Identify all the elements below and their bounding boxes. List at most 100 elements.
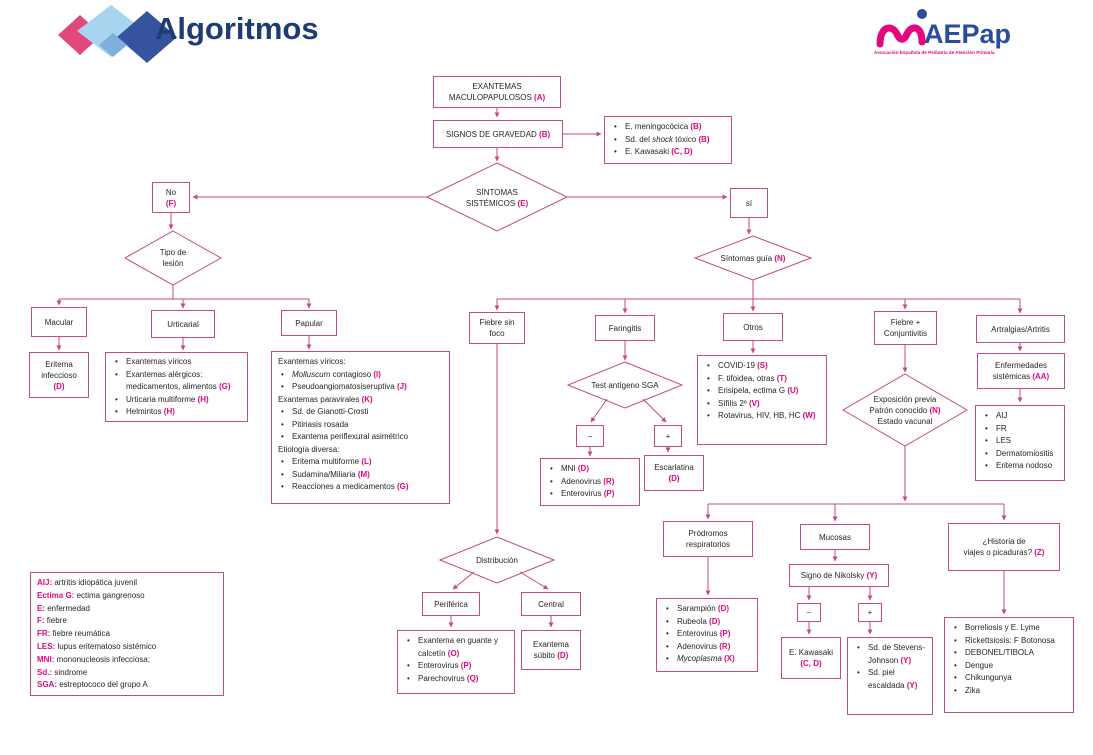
text-line: Exposición previa <box>873 394 937 404</box>
node-faringitis: Faringitis <box>595 315 655 341</box>
node-artralgias-artritis: Artralgias/Artritis <box>976 315 1065 343</box>
list-item: •Exantemas alérgicos: medicamentos, alim… <box>112 369 244 394</box>
list-item: •Helmintos (H) <box>112 406 244 419</box>
node-sga-negativo: – <box>576 425 604 447</box>
text-line: + <box>665 431 671 441</box>
brand-title: Algoritmos <box>155 11 319 46</box>
text-line: FR: fiebre reumática <box>37 629 110 639</box>
bullet-icon: • <box>281 482 284 491</box>
list-item: •Sd. del shock tóxico (B) <box>611 134 728 147</box>
list-sga-negativo: •MNI (D)•Adenovirus (R)•Enterovirus (P) <box>540 458 640 506</box>
list-item: •Sd. de Stevens-Johnson (Y) <box>854 642 929 667</box>
bullet-icon: • <box>281 457 284 466</box>
list-item: •Erisipela, ectima G (U) <box>704 385 823 398</box>
text-line: Fiebre sin <box>479 318 515 327</box>
list-item: •Zika <box>951 685 1070 698</box>
bullet-icon: • <box>407 661 410 670</box>
bullet-icon: • <box>707 386 710 395</box>
list-item: •Sarampión (D) <box>663 603 754 616</box>
text-line: – <box>587 431 593 441</box>
node-kawasaki: E. Kawasaki (C, D) <box>781 637 841 679</box>
text-line: Síntomas guía (N) <box>720 253 786 263</box>
text-line: respiratorios <box>685 540 730 549</box>
text-line: Macular <box>44 317 74 327</box>
list-item: •DEBONEL/TIBOLA <box>951 647 1070 660</box>
text-line: F: fiebre <box>37 616 67 626</box>
text-line: AIJ: artritis idiopática juvenil <box>37 578 138 587</box>
list-item: •Exantemas víricos <box>112 356 244 369</box>
bullet-icon: • <box>614 134 617 144</box>
text-line: Escarlatina <box>654 463 694 472</box>
bullet-icon: • <box>281 419 284 429</box>
text-line: (D) <box>53 381 65 391</box>
list-item: •Enterovirus (P) <box>663 628 754 641</box>
decision-shape-distribucion <box>438 536 556 584</box>
list-item: •Pseudoangiomatosiseruptiva (J) <box>278 381 446 394</box>
bullet-icon: • <box>985 411 988 420</box>
list-item: •Eritema nodoso <box>982 460 1061 473</box>
text-line: Sd.: sindrome <box>37 667 88 677</box>
list-item: •Sd. de Gianotti-Crosti <box>278 406 446 419</box>
list-item: •Rickettsiosis: F Botonosa <box>951 635 1070 648</box>
list-historia-viajes: •Borreliosis y E. Lyme•Rickettsiosis: F … <box>944 617 1074 713</box>
text-line: SÍNTOMAS <box>476 188 518 197</box>
node-macular: Macular <box>31 307 87 337</box>
bullet-icon: • <box>115 394 118 404</box>
list-item: •Pitiriasis rosada <box>278 419 446 432</box>
org-tagline: Asociación Española de Pediatría de Aten… <box>874 50 995 55</box>
text-line: Mucosas <box>818 532 851 542</box>
node-no: No(F) <box>152 182 190 213</box>
bullet-icon: • <box>985 461 988 470</box>
bullet-icon: • <box>407 673 410 683</box>
bullet-icon: • <box>115 369 118 379</box>
list-signos-gravedad: •E. meningocócica (B)•Sd. del shock tóxi… <box>604 116 732 164</box>
bullet-icon: • <box>707 398 710 408</box>
node-papular: Papular <box>281 310 337 336</box>
text-line: infeccioso <box>41 370 77 380</box>
bullet-icon: • <box>954 673 957 682</box>
text-line: Tipo de <box>159 248 187 257</box>
list-item: •F. tifoidea, otras (T) <box>704 373 823 386</box>
bullet-icon: • <box>954 660 957 670</box>
bullet-icon: • <box>614 147 617 156</box>
text-line: Patrón conocido (N) <box>869 405 941 415</box>
text-line: EXANTEMAS <box>472 82 522 91</box>
node-signos-gravedad: SIGNOS DE GRAVEDAD (B) <box>433 120 563 148</box>
text-line: Otros <box>743 322 763 332</box>
text-line: (C, D) <box>800 659 822 668</box>
node-signo-nikolsky: Signo de Nikolsky (Y) <box>789 564 889 587</box>
text-line: Distribución <box>476 555 518 565</box>
bullet-icon: • <box>954 623 957 632</box>
list-item: •Chikungunya <box>951 672 1070 685</box>
list-item: •Enterovirus (P) <box>404 660 511 673</box>
node-nikolsky-negativo: – <box>797 603 821 622</box>
text-line: Urticarial <box>167 319 199 329</box>
node-central: Central <box>521 592 581 616</box>
text-line: Enfermedades <box>994 361 1048 370</box>
node-otros: Otros <box>723 313 783 341</box>
list-item: •Parechovirus (Q) <box>404 673 511 686</box>
text-line: E. Kawasaki <box>788 648 834 657</box>
text-line: Pródromos <box>688 529 728 538</box>
bullet-icon: • <box>857 643 860 652</box>
text-line: Eritema <box>45 359 73 369</box>
text-line: ¿Historia de <box>982 537 1026 546</box>
list-item: •E. Kawasaki (C, D) <box>611 146 728 159</box>
list-item: •Borreliosis y E. Lyme <box>951 622 1070 635</box>
bullet-icon: • <box>281 469 284 479</box>
list-item: •AIJ <box>982 410 1061 423</box>
list-enfermedades-sistemicas: •AIJ•FR•LES•Dermatomiositis•Eritema nodo… <box>975 405 1065 481</box>
text-line: Signo de Nikolsky (Y) <box>800 571 878 580</box>
text-line: Ectima G: ectima gangrenoso <box>37 590 145 600</box>
bullet-icon: • <box>614 122 617 131</box>
org-name: AEPap <box>924 19 1011 49</box>
node-escarlatina: Escarlatina(D) <box>644 455 704 491</box>
node-si: sí <box>730 188 768 218</box>
list-item: •Molluscum contagioso (I) <box>278 369 446 382</box>
bullet-icon: • <box>666 641 669 651</box>
node-fiebre-conjuntivitis: Fiebre +Conjuntivitis <box>874 311 937 345</box>
